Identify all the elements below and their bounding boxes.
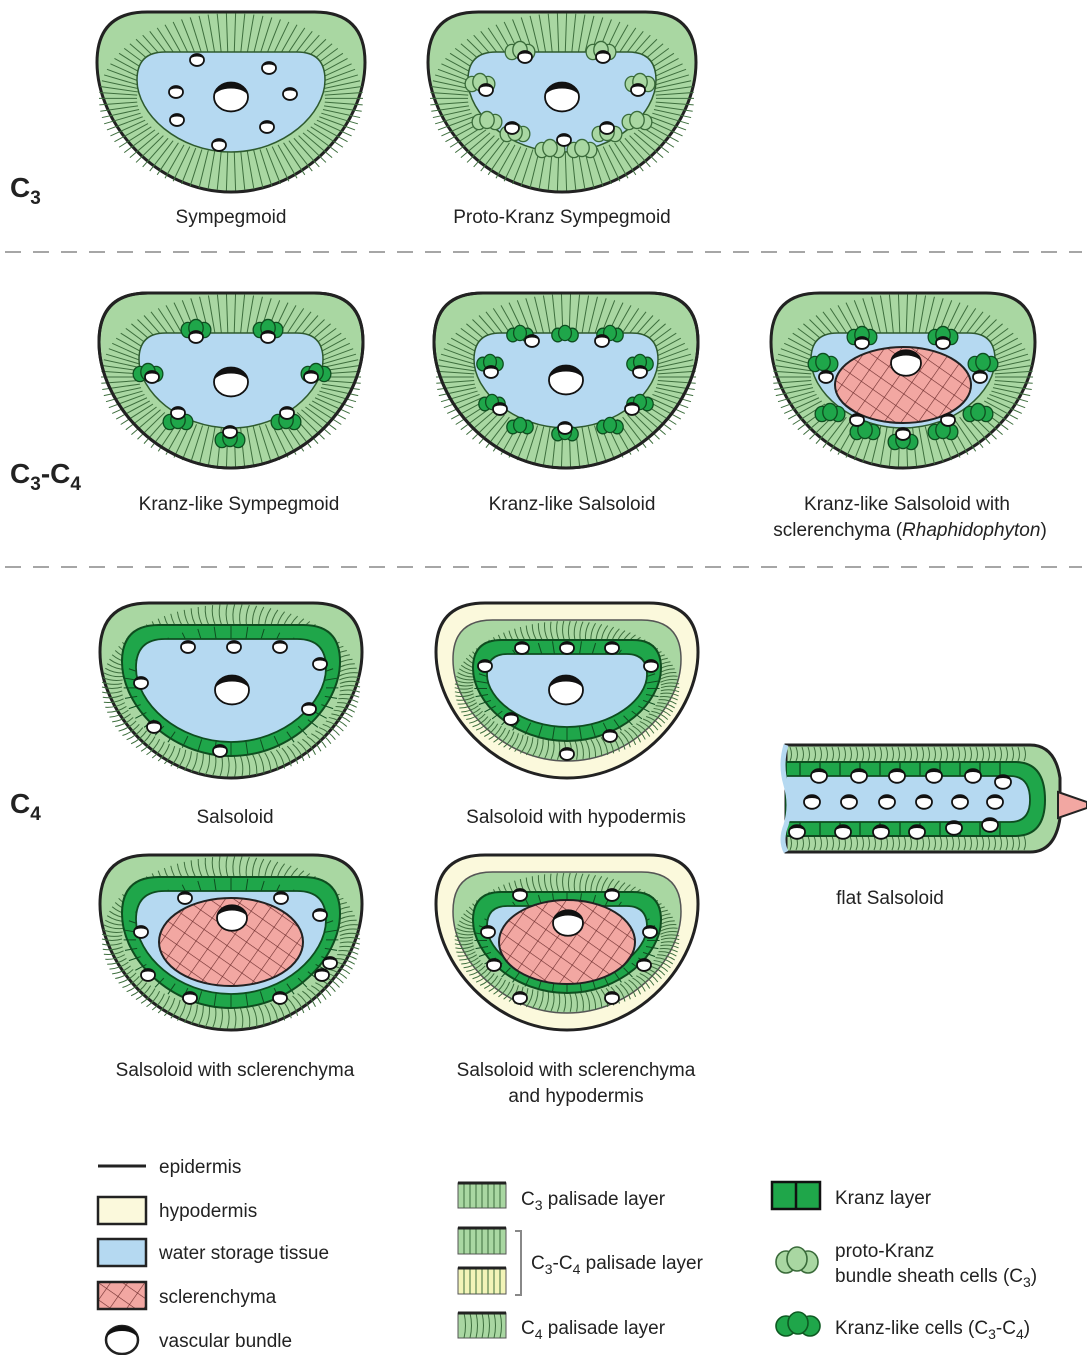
salsoloid-diagram <box>100 603 362 778</box>
row-label-c3: C3 <box>10 172 41 209</box>
legend-c4-palisade-label: C4 palisade layer <box>521 1318 666 1342</box>
legend-water-label: water storage tissue <box>158 1243 329 1264</box>
caption-flat-salsoloid: flat Salsoloid <box>836 888 944 909</box>
legend-c3-palisade-label: C3 palisade layer <box>521 1189 666 1213</box>
caption-kranz-like-salsoloid: Kranz-like Salsoloid <box>489 494 656 515</box>
kranz-like-salsoloid-sclerenchyma-diagram <box>771 293 1035 468</box>
sympegmoid-diagram <box>97 12 365 192</box>
legend-sclerenchyma-label: sclerenchyma <box>159 1287 277 1308</box>
legend-hypodermis-label: hypodermis <box>159 1201 257 1222</box>
legend-kranz-like-label: Kranz-like cells (C3-C4) <box>835 1318 1030 1342</box>
caption-kranz-like-scler-2: sclerenchyma (Rhaphidophyton) <box>773 520 1047 541</box>
caption-salsoloid: Salsoloid <box>196 807 273 828</box>
legend-c3c4-palisade-label: C3-C4 palisade layer <box>531 1253 704 1277</box>
row-label-c3c4: C3-C4 <box>10 458 81 495</box>
legend-proto-kranz-swatch <box>776 1247 818 1273</box>
caption-sympegmoid: Sympegmoid <box>176 207 287 228</box>
legend-sclerenchyma-swatch <box>98 1282 146 1309</box>
caption-kranz-like-scler-1: Kranz-like Salsoloid with <box>804 494 1010 515</box>
legend-vascular-label: vascular bundle <box>159 1331 292 1352</box>
legend-water-swatch <box>98 1239 146 1266</box>
caption-salsoloid-scler-hypo-1: Salsoloid with sclerenchyma <box>457 1060 696 1081</box>
legend-epidermis-label: epidermis <box>159 1157 241 1178</box>
row-label-c4: C4 <box>10 788 41 825</box>
legend-c3c4-bracket <box>515 1231 521 1295</box>
caption-proto-kranz: Proto-Kranz Sympegmoid <box>453 207 671 228</box>
caption-salsoloid-hypodermis: Salsoloid with hypodermis <box>466 807 686 828</box>
legend-kranz-like-swatch <box>776 1312 820 1336</box>
caption-kranz-like-sympegmoid: Kranz-like Sympegmoid <box>139 494 340 515</box>
legend-hypodermis-swatch <box>98 1197 146 1224</box>
proto-kranz-sympegmoid-diagram <box>428 12 696 192</box>
legend-vascular-swatch <box>106 1326 138 1354</box>
salsoloid-hypodermis-diagram <box>436 603 698 778</box>
legend-proto-kranz-label-2: bundle sheath cells (C3) <box>835 1266 1037 1290</box>
legend-proto-kranz-label-1: proto-Kranz <box>835 1241 934 1262</box>
flat-salsoloid-diagram <box>783 745 1087 852</box>
caption-salsoloid-sclerenchyma: Salsoloid with sclerenchyma <box>116 1060 355 1081</box>
legend-kranz-swatch <box>772 1182 820 1209</box>
caption-salsoloid-scler-hypo-2: and hypodermis <box>508 1086 643 1107</box>
kranz-like-salsoloid-diagram <box>434 293 698 468</box>
kranz-like-sympegmoid-diagram <box>99 293 363 468</box>
salsoloid-sclerenchyma-hypodermis-diagram <box>436 855 698 1030</box>
legend-kranz-label: Kranz layer <box>835 1188 932 1209</box>
salsoloid-sclerenchyma-diagram <box>100 855 362 1030</box>
legend: epidermis hypodermis water storage tissu… <box>98 1157 329 1354</box>
legend-palisade-swatches <box>458 1183 506 1338</box>
